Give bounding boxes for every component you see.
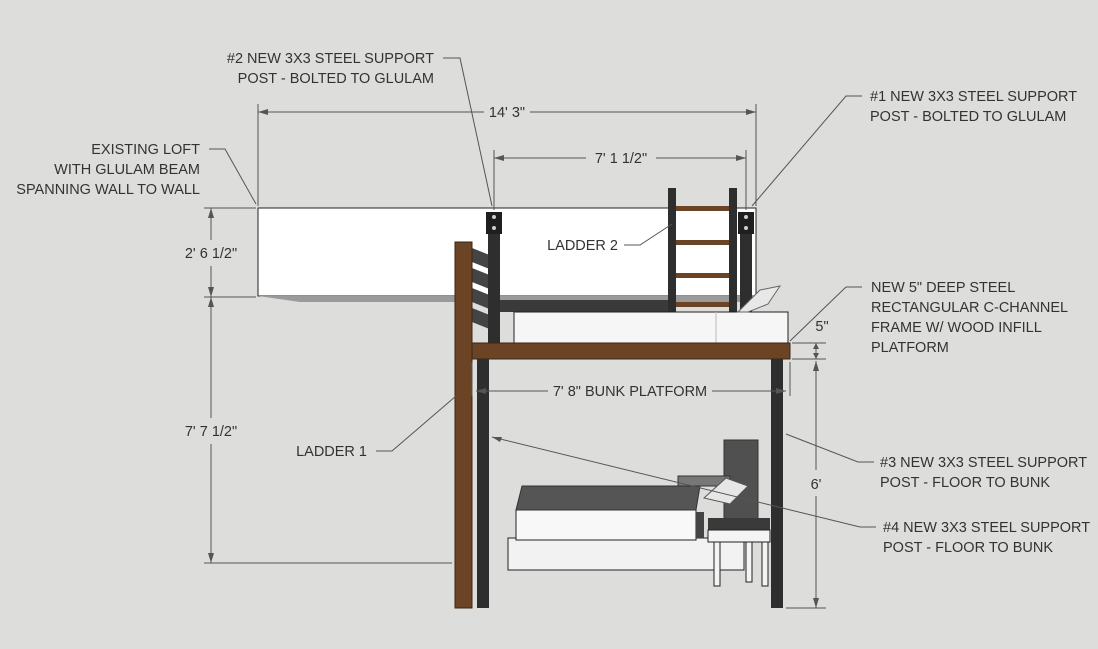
bunk-platform — [471, 342, 791, 360]
upper-bunk-side-rails — [472, 248, 674, 330]
svg-text:7' 8" BUNK PLATFORM: 7' 8" BUNK PLATFORM — [553, 384, 707, 400]
svg-text:LADDER 1: LADDER 1 — [296, 444, 367, 460]
callout-ladder-2: LADDER 2 — [547, 223, 673, 254]
dimension-platform-depth: 5" — [792, 319, 829, 360]
dimension-overall-width: 14' 3" — [257, 104, 757, 206]
svg-text:POST - BOLTED TO GLULAM: POST - BOLTED TO GLULAM — [238, 71, 434, 87]
svg-text:POST - FLOOR TO BUNK: POST - FLOOR TO BUNK — [883, 540, 1053, 556]
svg-text:5": 5" — [815, 319, 828, 335]
nightstand — [707, 518, 771, 587]
svg-text:#4 NEW 3X3 STEEL SUPPORT: #4 NEW 3X3 STEEL SUPPORT — [883, 520, 1090, 536]
callout-post-2: #2 NEW 3X3 STEEL SUPPORT POST - BOLTED T… — [227, 51, 493, 207]
glulam-beam — [257, 207, 757, 297]
svg-text:#3 NEW 3X3 STEEL SUPPORT: #3 NEW 3X3 STEEL SUPPORT — [880, 455, 1087, 471]
steel-post-4 — [477, 359, 489, 608]
upper-pillow — [736, 285, 782, 313]
svg-text:#1 NEW 3X3 STEEL SUPPORT: #1 NEW 3X3 STEEL SUPPORT — [870, 89, 1077, 105]
svg-text:14' 3": 14' 3" — [489, 105, 525, 121]
svg-text:#2 NEW 3X3 STEEL SUPPORT: #2 NEW 3X3 STEEL SUPPORT — [227, 51, 434, 67]
svg-text:WITH GLULAM BEAM: WITH GLULAM BEAM — [54, 162, 200, 178]
dimension-beam-depth: 2' 6 1/2" — [185, 207, 256, 298]
svg-text:NEW 5" DEEP STEEL: NEW 5" DEEP STEEL — [871, 280, 1015, 296]
svg-text:7' 1 1/2": 7' 1 1/2" — [595, 151, 647, 167]
dimension-loft-height: 7' 7 1/2" — [185, 297, 452, 564]
callout-post-3: #3 NEW 3X3 STEEL SUPPORT POST - FLOOR TO… — [785, 433, 1087, 491]
callout-post-4: #4 NEW 3X3 STEEL SUPPORT POST - FLOOR TO… — [491, 436, 1090, 556]
svg-text:SPANNING WALL TO WALL: SPANNING WALL TO WALL — [16, 182, 200, 198]
dimension-bunk-platform: 7' 8" BUNK PLATFORM — [471, 362, 791, 400]
ladder-1 — [454, 241, 473, 609]
dimension-post-spacing: 7' 1 1/2" — [493, 150, 747, 210]
svg-text:RECTANGULAR C-CHANNEL: RECTANGULAR C-CHANNEL — [871, 300, 1068, 316]
callout-post-1: #1 NEW 3X3 STEEL SUPPORT POST - BOLTED T… — [751, 89, 1077, 207]
steel-post-3 — [771, 359, 783, 608]
svg-text:6': 6' — [811, 477, 822, 493]
dimension-clear-height: 6' — [786, 361, 826, 609]
lower-bed — [507, 439, 759, 571]
svg-text:7' 7 1/2": 7' 7 1/2" — [185, 424, 237, 440]
callout-existing-loft: EXISTING LOFT WITH GLULAM BEAM SPANNING … — [16, 142, 257, 205]
steel-post-2 — [486, 212, 502, 344]
ladder-2 — [668, 188, 737, 312]
svg-text:EXISTING LOFT: EXISTING LOFT — [91, 142, 200, 158]
svg-text:POST - BOLTED TO GLULAM: POST - BOLTED TO GLULAM — [870, 109, 1066, 125]
svg-text:LADDER 2: LADDER 2 — [547, 238, 618, 254]
upper-mattress — [513, 311, 789, 344]
callout-frame: NEW 5" DEEP STEEL RECTANGULAR C-CHANNEL … — [789, 280, 1068, 356]
svg-text:2' 6 1/2": 2' 6 1/2" — [185, 246, 237, 262]
svg-text:POST - FLOOR TO BUNK: POST - FLOOR TO BUNK — [880, 475, 1050, 491]
callout-ladder-1: LADDER 1 — [296, 395, 457, 460]
svg-text:PLATFORM: PLATFORM — [871, 340, 949, 356]
svg-text:FRAME W/ WOOD INFILL: FRAME W/ WOOD INFILL — [871, 320, 1042, 336]
